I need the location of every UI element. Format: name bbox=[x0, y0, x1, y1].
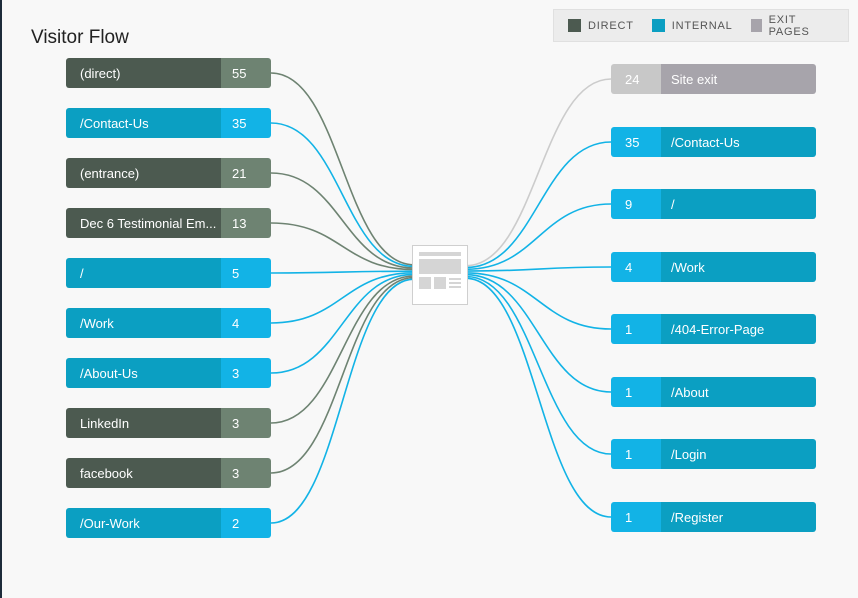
source-label: Dec 6 Testimonial Em... bbox=[66, 208, 221, 238]
legend-label-internal: INTERNAL bbox=[671, 19, 733, 32]
page-title: Visitor Flow bbox=[31, 27, 129, 48]
source-label: / bbox=[66, 258, 221, 288]
flow-line-out bbox=[465, 203, 612, 271]
source-node-root[interactable]: / 5 bbox=[66, 258, 271, 288]
legend-label-exit-pages: EXIT PAGES bbox=[768, 13, 810, 38]
flow-line-in bbox=[270, 270, 415, 274]
flow-line-in bbox=[270, 222, 415, 271]
dest-count: 24 bbox=[611, 64, 661, 94]
source-label: facebook bbox=[66, 458, 221, 488]
source-label: /About-Us bbox=[66, 358, 221, 388]
window-edge bbox=[0, 0, 2, 598]
page-thumbnail-icon bbox=[419, 252, 461, 289]
flow-line-out bbox=[465, 272, 612, 330]
flow-line-in bbox=[270, 276, 415, 474]
source-label: /Our-Work bbox=[66, 508, 221, 538]
dest-count: 1 bbox=[611, 377, 661, 407]
legend-swatch-internal bbox=[651, 19, 665, 32]
flow-line-in bbox=[270, 122, 415, 268]
dest-label: / bbox=[661, 189, 816, 219]
dest-node-root[interactable]: 9 / bbox=[611, 189, 816, 219]
source-count: 3 bbox=[221, 358, 271, 388]
flow-line-out bbox=[465, 277, 612, 518]
dest-label: /404-Error-Page bbox=[661, 314, 816, 344]
flow-line-out bbox=[465, 273, 612, 393]
dest-count: 9 bbox=[611, 189, 661, 219]
flow-line-in bbox=[270, 172, 415, 269]
source-count: 35 bbox=[221, 108, 271, 138]
source-node-contact-us[interactable]: /Contact-Us 35 bbox=[66, 108, 271, 138]
dest-node-contact-us[interactable]: 35 /Contact-Us bbox=[611, 127, 816, 157]
source-node-facebook[interactable]: facebook 3 bbox=[66, 458, 271, 488]
page-icon[interactable] bbox=[412, 245, 468, 305]
flow-line-out bbox=[465, 78, 612, 267]
dest-node-register[interactable]: 1 /Register bbox=[611, 502, 816, 532]
dest-node-about[interactable]: 1 /About bbox=[611, 377, 816, 407]
dest-node-404-error-page[interactable]: 1 /404-Error-Page bbox=[611, 314, 816, 344]
dest-label: /Contact-Us bbox=[661, 127, 816, 157]
flow-line-out bbox=[465, 275, 612, 455]
dest-count: 1 bbox=[611, 502, 661, 532]
source-label: (direct) bbox=[66, 58, 221, 88]
source-label: /Work bbox=[66, 308, 221, 338]
source-count: 3 bbox=[221, 458, 271, 488]
source-label: (entrance) bbox=[66, 158, 221, 188]
legend-item-internal[interactable]: INTERNAL bbox=[651, 19, 733, 32]
source-node-direct[interactable]: (direct) 55 bbox=[66, 58, 271, 88]
dest-node-login[interactable]: 1 /Login bbox=[611, 439, 816, 469]
legend-item-direct[interactable]: DIRECT bbox=[568, 19, 634, 32]
dest-count: 35 bbox=[611, 127, 661, 157]
dest-label: /Work bbox=[661, 252, 816, 282]
flow-line-out bbox=[465, 141, 612, 269]
source-node-entrance[interactable]: (entrance) 21 bbox=[66, 158, 271, 188]
legend: DIRECT INTERNAL EXIT PAGES bbox=[553, 9, 849, 42]
flow-line-in bbox=[270, 278, 415, 524]
flow-line-in bbox=[270, 72, 415, 266]
source-node-testimonial-email[interactable]: Dec 6 Testimonial Em... 13 bbox=[66, 208, 271, 238]
source-node-linkedin[interactable]: LinkedIn 3 bbox=[66, 408, 271, 438]
source-count: 4 bbox=[221, 308, 271, 338]
dest-count: 4 bbox=[611, 252, 661, 282]
legend-swatch-exit-pages bbox=[750, 19, 762, 32]
legend-label-direct: DIRECT bbox=[588, 19, 634, 32]
dest-node-work[interactable]: 4 /Work bbox=[611, 252, 816, 282]
source-node-our-work[interactable]: /Our-Work 2 bbox=[66, 508, 271, 538]
flow-line-in bbox=[270, 275, 415, 424]
source-label: LinkedIn bbox=[66, 408, 221, 438]
dest-count: 1 bbox=[611, 439, 661, 469]
source-node-work[interactable]: /Work 4 bbox=[66, 308, 271, 338]
dest-node-site-exit[interactable]: 24 Site exit bbox=[611, 64, 816, 94]
legend-swatch-direct bbox=[568, 19, 581, 32]
flow-line-in bbox=[270, 273, 415, 374]
source-count: 13 bbox=[221, 208, 271, 238]
flow-line-in bbox=[270, 272, 415, 324]
dest-count: 1 bbox=[611, 314, 661, 344]
dest-label: /Register bbox=[661, 502, 816, 532]
source-count: 3 bbox=[221, 408, 271, 438]
dest-label: /Login bbox=[661, 439, 816, 469]
source-label: /Contact-Us bbox=[66, 108, 221, 138]
source-count: 55 bbox=[221, 58, 271, 88]
source-node-about-us[interactable]: /About-Us 3 bbox=[66, 358, 271, 388]
dest-label: /About bbox=[661, 377, 816, 407]
dest-label: Site exit bbox=[661, 64, 816, 94]
legend-item-exit-pages[interactable]: EXIT PAGES bbox=[750, 13, 830, 38]
flow-line-out bbox=[465, 266, 612, 272]
source-count: 5 bbox=[221, 258, 271, 288]
source-count: 2 bbox=[221, 508, 271, 538]
source-count: 21 bbox=[221, 158, 271, 188]
